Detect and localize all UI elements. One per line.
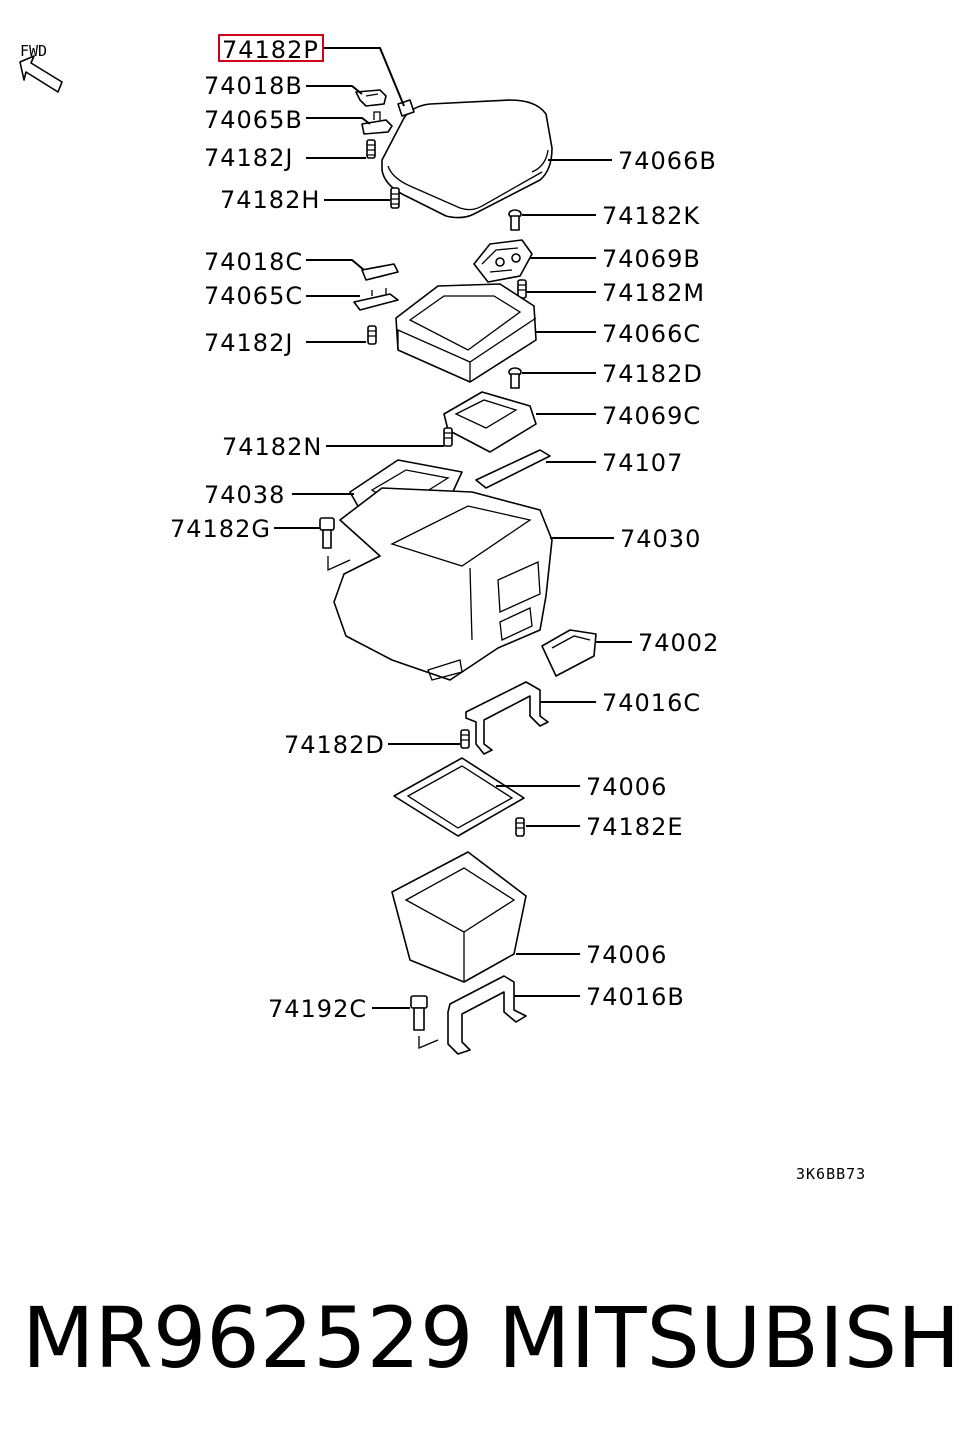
bracket-74016b-drawing [447, 975, 527, 1055]
callout-74066b[interactable]: 74066B [618, 147, 717, 175]
screw-74182m-drawing [517, 279, 527, 299]
leader-lines [274, 47, 632, 1009]
callout-74065b[interactable]: 74065B [204, 106, 303, 134]
box-74006-drawing [391, 851, 527, 983]
tray-74066c-drawing [395, 283, 537, 383]
screw-74182h-drawing [390, 187, 400, 209]
callout-74030[interactable]: 74030 [620, 525, 701, 553]
callout-74065c[interactable]: 74065C [204, 282, 303, 310]
callout-74182m[interactable]: 74182M [602, 279, 705, 307]
brand-name: MITSUBISHI [498, 1289, 960, 1387]
fwd-label: FWD [20, 42, 47, 60]
bolt-74192c-drawing [410, 995, 439, 1049]
callout-74107[interactable]: 74107 [602, 449, 683, 477]
callout-74182n[interactable]: 74182N [222, 433, 322, 461]
callout-74006-box[interactable]: 74006 [586, 941, 667, 969]
fwd-arrow-icon [19, 55, 63, 93]
callout-74182e[interactable]: 74182E [586, 813, 684, 841]
lid-74066b-drawing [381, 99, 553, 219]
callout-74018c[interactable]: 74018C [204, 248, 303, 276]
bolt-74182g-drawing [319, 517, 351, 572]
callout-74006-tray[interactable]: 74006 [586, 773, 667, 801]
callout-74016c[interactable]: 74016C [602, 689, 701, 717]
callout-74038[interactable]: 74038 [204, 481, 285, 509]
callout-74066c[interactable]: 74066C [602, 320, 701, 348]
callout-74069b[interactable]: 74069B [602, 245, 701, 273]
screw-74182j-top-drawing [366, 139, 376, 159]
callout-74182j-mid[interactable]: 74182J [204, 329, 293, 357]
callout-74069c[interactable]: 74069C [602, 402, 701, 430]
pocket-74002-drawing [541, 629, 597, 677]
callout-74018b[interactable]: 74018B [204, 72, 303, 100]
screw-74182k-drawing [508, 209, 522, 231]
callout-74182g[interactable]: 74182G [170, 515, 271, 543]
clip-74065b-drawing [361, 111, 393, 135]
callout-74182d-mid[interactable]: 74182D [284, 731, 385, 759]
callout-74192c[interactable]: 74192C [268, 995, 367, 1023]
console-74030-drawing [333, 487, 553, 681]
clip-74018b-drawing [355, 89, 387, 107]
hinge-74069b-drawing [473, 239, 533, 283]
screw-74182d-top-drawing [508, 367, 522, 389]
frame-74006-tray-drawing [393, 757, 525, 837]
callout-74182j-top[interactable]: 74182J [204, 144, 293, 172]
screw-74182n-drawing [443, 427, 453, 447]
callout-74182h[interactable]: 74182H [220, 186, 320, 214]
callout-74002[interactable]: 74002 [638, 629, 719, 657]
clip-74018c-drawing [361, 263, 399, 281]
screw-74182e-drawing [515, 817, 525, 837]
screw-74182j-mid-drawing [367, 325, 377, 345]
diagram-code: 3K6BB73 [796, 1165, 866, 1183]
screw-74182p-drawing [397, 99, 415, 117]
callout-74016b[interactable]: 74016B [586, 983, 685, 1011]
hinge-74069c-drawing [443, 391, 537, 453]
callout-74182p[interactable]: 74182P [222, 36, 319, 64]
screw-74182d-mid-drawing [460, 729, 470, 749]
clip-74065c-drawing [353, 288, 399, 311]
strip-74107-drawing [475, 449, 551, 489]
highlight-box [218, 34, 324, 62]
bracket-74016c-drawing [465, 681, 549, 755]
callout-74182d-top[interactable]: 74182D [602, 360, 703, 388]
footer-caption: MR962529 MITSUBISHI [22, 1288, 960, 1398]
part-number: MR962529 [22, 1289, 474, 1387]
callout-74182k[interactable]: 74182K [602, 202, 700, 230]
